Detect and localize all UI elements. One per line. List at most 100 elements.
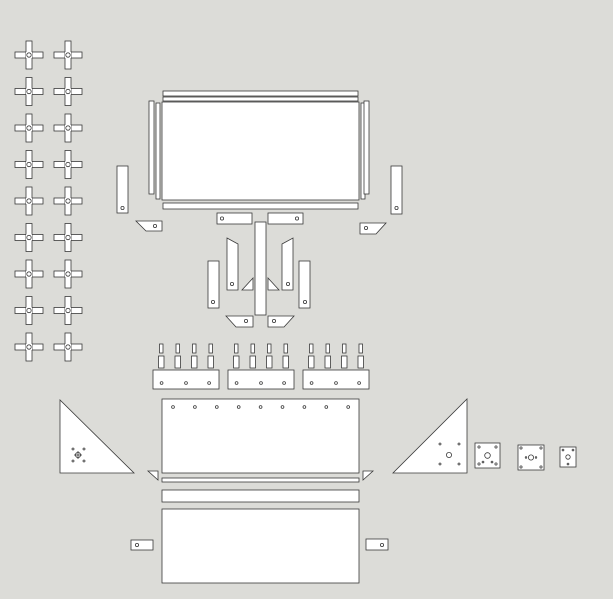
cross-bracket <box>53 186 83 216</box>
standoff-plate-hole <box>357 381 361 385</box>
right-foot-tab-hole <box>379 543 384 548</box>
left-upright <box>116 165 129 214</box>
standoff-body <box>341 355 348 369</box>
cross-bracket <box>53 296 83 325</box>
left-corner-bracket-hole <box>152 223 157 228</box>
cross-bracket <box>14 259 44 289</box>
cross-bracket <box>14 296 44 325</box>
standoff-group <box>152 343 220 390</box>
base-front-panel-holes <box>171 405 351 409</box>
right-corner-bracket <box>359 222 387 235</box>
left-short-post-hole <box>210 299 215 304</box>
top-frame-assembly <box>116 90 403 328</box>
hinge-plate-right <box>267 212 304 225</box>
cross-bracket <box>14 150 44 179</box>
standoff-groups <box>152 343 370 390</box>
base-front-panel <box>161 398 360 474</box>
standoff-body <box>266 355 273 369</box>
right-gusset-hole-4 <box>457 462 461 466</box>
front-panel-hole <box>171 405 175 409</box>
cross-bracket <box>14 77 44 106</box>
right-short-post-hole <box>302 299 307 304</box>
standoff-body <box>282 355 289 369</box>
base-assembly <box>59 398 577 584</box>
top-rail-lower <box>162 96 359 102</box>
standoff-pin <box>309 343 314 354</box>
cross-bracket <box>14 113 44 143</box>
right-triangle-gusset <box>392 398 468 474</box>
front-panel-hole <box>215 405 219 409</box>
standoff-plate-hole <box>309 381 314 385</box>
cross-bracket <box>14 186 44 216</box>
right-gusset-center-hole <box>445 451 452 458</box>
standoff-group <box>227 343 295 390</box>
cross-bracket <box>14 332 44 362</box>
base-strip-thin <box>161 477 360 483</box>
base-bottom-panel <box>161 508 360 584</box>
top-panel-left-inner-edge <box>155 102 161 200</box>
small-right-chamfer-tab <box>362 470 375 481</box>
right-foot-tab <box>365 538 389 551</box>
cross-bracket <box>53 223 83 252</box>
cross-bracket <box>53 40 83 70</box>
standoff-pin <box>159 343 164 354</box>
standoff-body <box>249 355 256 369</box>
standoff-plate-hole <box>207 381 211 385</box>
right-gusset-hole-3 <box>438 462 442 466</box>
left-upright-hole <box>120 205 125 210</box>
cross-bracket <box>53 113 83 143</box>
standoff-body <box>357 355 364 369</box>
lower-clip-right <box>267 315 295 328</box>
standoff-body <box>308 355 315 369</box>
bearing-plate-medium <box>517 444 545 471</box>
standoff-pin <box>358 343 363 354</box>
cross-bracket-grid <box>14 40 83 362</box>
cross-bracket <box>53 77 83 106</box>
center-column <box>254 221 267 316</box>
bearing-plate-small <box>559 446 577 468</box>
front-panel-hole <box>346 405 351 409</box>
standoff-base-plate <box>152 369 220 390</box>
standoff-body <box>233 355 240 369</box>
hinge-plate-left <box>216 212 253 225</box>
standoff-group <box>302 343 370 390</box>
base-strip <box>161 489 360 503</box>
left-gusset-hole-4 <box>82 459 86 463</box>
right-upright-hole <box>394 205 399 210</box>
cross-bracket <box>14 40 44 70</box>
standoff-plate-hole <box>282 381 286 385</box>
standoff-pin <box>267 343 272 354</box>
left-short-post <box>207 260 220 309</box>
standoff-pin <box>175 343 180 354</box>
right-wing-arm <box>281 237 294 291</box>
front-panel-hole <box>302 405 307 409</box>
top-panel-left-edge <box>148 100 155 195</box>
left-gusset-hole-1 <box>71 447 75 451</box>
cross-bracket <box>53 332 83 362</box>
right-gusset <box>267 276 280 291</box>
cross-bracket <box>53 150 83 179</box>
left-wing-arm-hole <box>229 281 234 286</box>
bearing-plate-large <box>474 442 501 469</box>
right-upright <box>390 165 403 215</box>
small-left-chamfer-tab <box>146 470 159 481</box>
top-main-panel <box>161 101 360 201</box>
right-short-post <box>298 260 311 309</box>
top-rail-upper <box>162 90 359 97</box>
left-corner-bracket <box>135 220 163 232</box>
front-panel-hole <box>258 405 263 409</box>
left-foot-tab <box>130 539 154 551</box>
right-gusset-hole-1 <box>438 442 442 446</box>
front-panel-hole <box>280 405 285 409</box>
top-rail-bottom <box>162 202 359 210</box>
front-panel-hole <box>236 405 241 409</box>
left-foot-tab-hole <box>134 543 139 548</box>
left-wing-arm <box>226 237 239 291</box>
standoff-pin <box>234 343 239 354</box>
standoff-plate-hole <box>334 381 338 385</box>
standoff-pin <box>250 343 255 354</box>
standoff-body <box>158 355 165 369</box>
left-gusset <box>241 276 254 291</box>
